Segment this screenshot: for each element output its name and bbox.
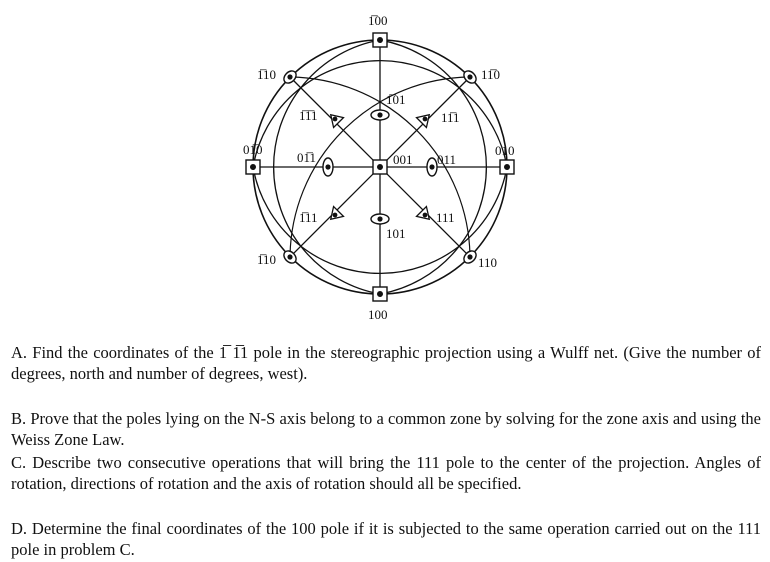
stereographic-projection: 1̅00 100 01̅0 010 001 1̅10 1̅10 11̅0 110… xyxy=(243,13,515,322)
label-010-right: 010 xyxy=(495,143,515,158)
pole-101-upper xyxy=(370,109,390,121)
label-110-upper-left: 1̅10 xyxy=(257,67,276,82)
question-a-suffix: pole in the stereographic projection usi… xyxy=(11,343,762,383)
pole-001-center xyxy=(372,159,388,175)
pole-111-lower-left xyxy=(329,205,345,221)
question-a-prefix: A. Find the coordinates of the xyxy=(11,343,219,362)
pole-010-left xyxy=(245,159,261,175)
label-111-upper-right: 11̅1 xyxy=(441,110,460,125)
question-a-pole: 1̅ 1̅1 xyxy=(218,343,249,362)
pole-100-top xyxy=(372,32,388,48)
pole-110-lower-left xyxy=(283,250,297,264)
label-101-upper: 1̅01 xyxy=(386,92,406,107)
zone-arc-bottom xyxy=(252,166,508,274)
zone-arc-right xyxy=(379,39,487,295)
label-011-right: 011 xyxy=(437,152,456,167)
label-101-lower: 101 xyxy=(386,226,406,241)
zone-arc-110-b xyxy=(289,76,471,258)
pole-011-right xyxy=(426,157,438,177)
question-b: B. Prove that the poles lying on the N-S… xyxy=(11,409,761,449)
pole-100-bottom xyxy=(372,286,388,302)
question-d: D. Determine the final coordinates of th… xyxy=(11,519,761,559)
pole-111-upper-left xyxy=(329,113,345,129)
zone-arc-110-a xyxy=(289,76,471,258)
question-a: A. Find the coordinates of the 1̅ 1̅1 po… xyxy=(11,342,761,384)
zone-arc-top xyxy=(252,60,508,168)
pole-111-lower-right xyxy=(415,205,431,221)
label-100-bottom: 100 xyxy=(368,307,388,322)
pole-101-lower xyxy=(370,213,390,225)
pole-110-upper-left xyxy=(283,70,297,84)
label-111-lower-left: 1̅11 xyxy=(299,210,318,225)
question-c: C. Describe two consecutive operations t… xyxy=(11,453,761,493)
label-111-lower-right: 111 xyxy=(436,210,455,225)
pole-111-upper-right xyxy=(415,113,431,129)
label-100-top: 1̅00 xyxy=(368,13,388,28)
label-110-upper-right: 11̅0 xyxy=(481,67,500,82)
label-111-upper-left: 1̅1̅1 xyxy=(299,108,318,123)
label-110-lower-right: 110 xyxy=(478,255,497,270)
label-011-left: 01̅1 xyxy=(297,150,316,165)
zone-arc-left xyxy=(273,39,381,295)
label-010-left: 01̅0 xyxy=(243,142,263,157)
label-001: 001 xyxy=(393,152,413,167)
pole-110-upper-right xyxy=(463,70,477,84)
pole-110-lower-right xyxy=(463,250,477,264)
pole-011-left xyxy=(322,157,334,177)
pole-010-right xyxy=(499,159,515,175)
label-110-lower-left: 1̅10 xyxy=(257,252,276,267)
